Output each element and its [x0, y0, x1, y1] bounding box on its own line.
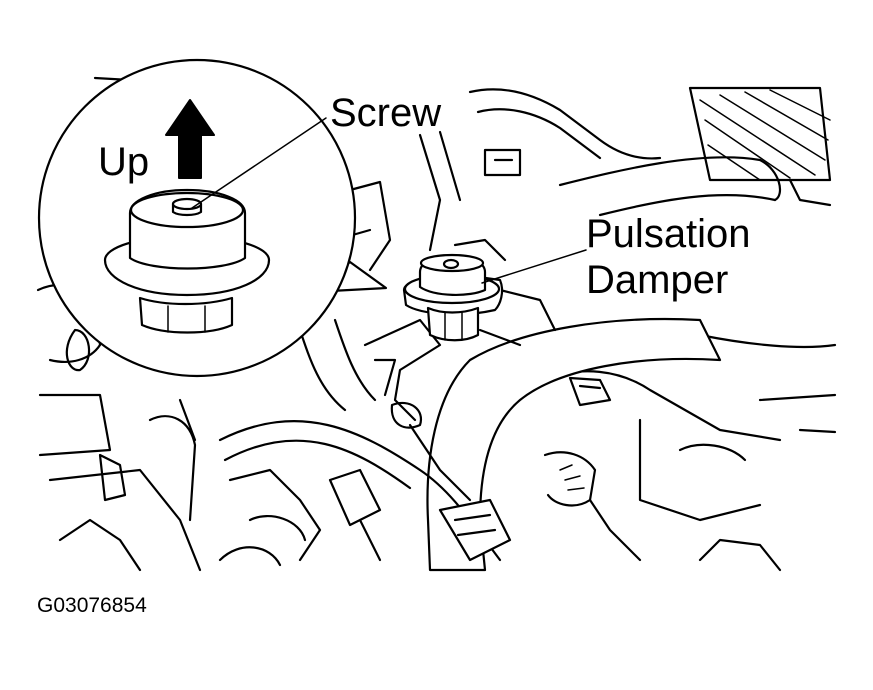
pulsation-label-line2: Damper [586, 258, 728, 302]
up-label: Up [98, 140, 149, 184]
engine-bay-background [36, 76, 837, 572]
screw-label: Screw [330, 91, 441, 135]
magnified-inset: Up [37, 58, 388, 378]
up-arrow-icon [165, 99, 215, 179]
figure-code: G03076854 [37, 594, 147, 617]
inset-damper-enlarged [103, 188, 271, 334]
screw-leader-line [191, 117, 327, 209]
pulsation-label-line1: Pulsation [586, 212, 751, 256]
damper-leader-line [481, 249, 587, 284]
pulsation-damper-part [402, 253, 504, 342]
